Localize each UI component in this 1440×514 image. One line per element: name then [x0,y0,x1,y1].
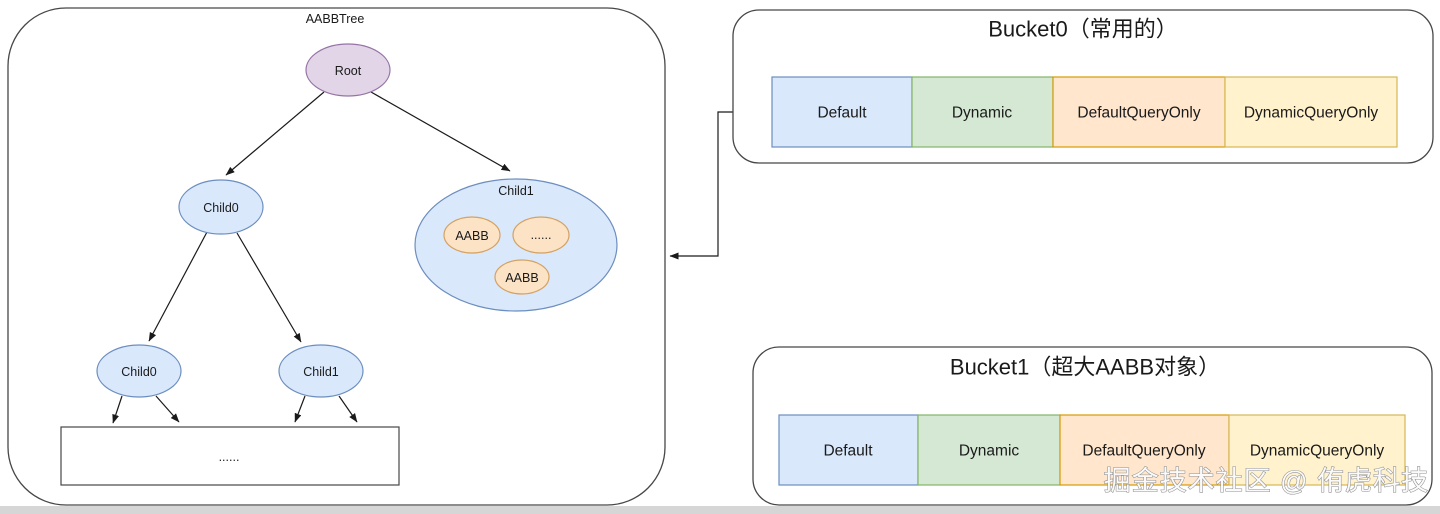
child0-node-label: Child0 [203,201,238,215]
bucket1-cell-dynamic-label: Dynamic [959,443,1020,460]
edge-child0-leafchild0 [148,231,208,342]
aabb-node-a-label: AABB [455,229,488,243]
edge-leafchild1-rect-b [338,395,358,423]
child0-node [178,179,264,235]
leaf-rect-label: ...... [219,450,240,464]
bottom-edge-bar [0,506,1440,514]
leaf-child0-node [96,344,182,398]
bucket1-cell-dynamic [917,414,1061,486]
aabbtree-title: AABBTree [306,12,365,26]
aabb-node-dots-label: ...... [531,228,552,242]
aabb-node-b-label: AABB [505,271,538,285]
root-node-label: Root [335,64,362,78]
child1-group-label: Child1 [498,184,533,198]
bucket0-cell-dynamic [911,76,1054,148]
bucket0-cell-default-label: Default [817,105,867,122]
bucket0-cell-dynamic-label: Dynamic [952,105,1013,122]
bucket1-cell-default-label: Default [823,443,873,460]
bucket0-group: Bucket0（常用的） Default Dynamic DefaultQuer… [732,9,1434,164]
leaf-child1-node [278,344,364,398]
leaf-rect [60,426,400,486]
bucket1-cell-dynamicqueryonly [1228,414,1406,486]
bucket0-title: Bucket0（常用的） [988,17,1178,42]
aabb-node-a [443,216,501,254]
bucket1-cell-defaultqueryonly [1059,414,1230,486]
bucket1-cell-defaultqueryonly-label: DefaultQueryOnly [1082,443,1205,460]
root-node [305,43,391,97]
edge-leafchild1-rect-a [294,395,306,423]
bucket1-title: Bucket1（超大AABB对象） [950,355,1220,380]
bucket0-cell-dynamicqueryonly [1224,76,1398,148]
bucket0-cell-defaultqueryonly [1052,76,1226,148]
edge-root-child0 [225,91,325,176]
aabbtree-group: AABBTree Root Child0 Child1 AABB ...... … [7,7,666,506]
edge-child0-leafchild1 [236,232,302,343]
edge-leafchild0-rect-b [155,395,180,423]
bucket1-cell-dynamicqueryonly-label: DynamicQueryOnly [1250,443,1385,460]
bucket0-cell-defaultqueryonly-label: DefaultQueryOnly [1077,105,1200,122]
bucket1-group: Bucket1（超大AABB对象） Default Dynamic Defaul… [752,346,1433,506]
bucket0-cell-dynamicqueryonly-label: DynamicQueryOnly [1244,105,1379,122]
leaf-child0-label: Child0 [121,365,156,379]
leaf-child1-label: Child1 [303,365,338,379]
aabb-node-dots [512,216,570,254]
edge-root-child1 [370,91,511,172]
aabb-node-b [494,259,550,295]
child1-group-ellipse [414,178,618,312]
watermark-text: 掘金技术社区 @ 侑虎科技 [1104,466,1429,496]
edge-leafchild0-rect-a [112,395,123,424]
